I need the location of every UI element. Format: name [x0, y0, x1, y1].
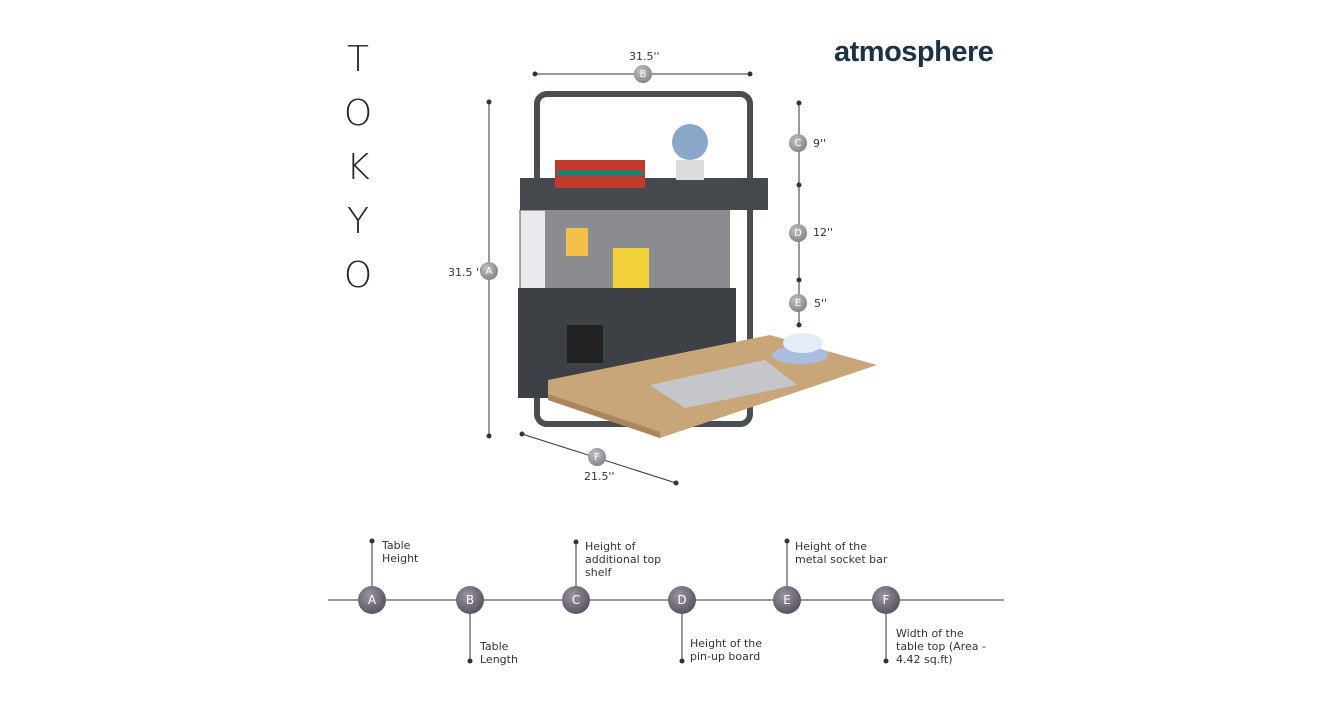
- title-letter: O: [343, 93, 373, 134]
- legend-label-d: Height of the pin-up board: [690, 637, 763, 663]
- legend-label-f: Width of the table top (Area - 4.42 sq.f…: [896, 627, 986, 666]
- dimension-b-value: 31.5'': [629, 50, 660, 63]
- legend-label-b: Table Length: [480, 640, 518, 666]
- desk-illustration: [518, 91, 877, 438]
- dimension-b-marker: B: [634, 65, 652, 83]
- legend-label-e: Height of the metal socket bar: [795, 540, 888, 566]
- dimension-f-marker: F: [588, 448, 606, 466]
- title-letter: O: [343, 255, 373, 296]
- title-letter: Y: [347, 201, 369, 242]
- legend-marker-e: E: [773, 586, 801, 614]
- dimension-a-marker: A: [480, 262, 498, 280]
- dimension-f-value: 21.5'': [584, 470, 615, 483]
- legend-marker-f: F: [872, 586, 900, 614]
- legend-label-c: Height of additional top shelf: [585, 540, 662, 579]
- legend-marker-a: A: [358, 586, 386, 614]
- dimension-d-marker: D: [789, 224, 807, 242]
- dimension-d-value: 12'': [813, 226, 834, 239]
- dimension-a-value: 31.5 '': [448, 266, 483, 279]
- dimension-c-marker: C: [789, 134, 807, 152]
- dimension-e-value: 5'': [814, 297, 828, 310]
- legend-label-a: Table Height: [382, 539, 419, 565]
- dimension-e-marker: E: [789, 294, 807, 312]
- brand-logo: atmosphere: [834, 36, 994, 68]
- legend-marker-b: B: [456, 586, 484, 614]
- legend-marker-c: C: [562, 586, 590, 614]
- dimension-c-value: 9'': [813, 137, 827, 150]
- legend-marker-d: D: [668, 586, 696, 614]
- title-letter: T: [347, 39, 369, 80]
- title-letter: K: [346, 147, 370, 188]
